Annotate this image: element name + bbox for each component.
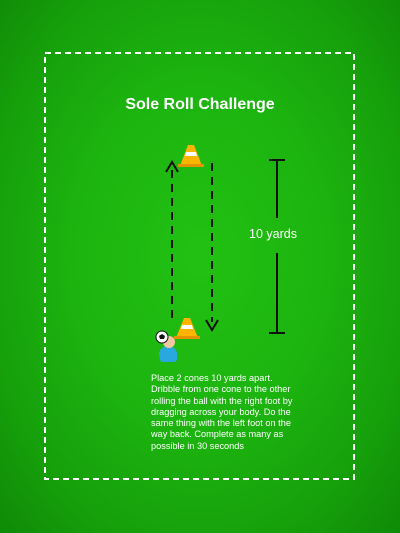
cone-icon <box>174 318 200 339</box>
dashed-arrow-down-icon <box>205 163 219 332</box>
field-boundary <box>44 52 355 480</box>
distance-label: 10 yards <box>249 227 297 241</box>
soccer-ball-icon <box>155 330 169 344</box>
drill-title: Sole Roll Challenge <box>125 96 275 113</box>
cone-icon <box>178 145 204 167</box>
dashed-arrow-up-icon <box>165 160 179 318</box>
drill-instructions: Place 2 cones 10 yards apart. Dribble fr… <box>151 373 293 451</box>
measure-line-icon <box>269 159 285 334</box>
